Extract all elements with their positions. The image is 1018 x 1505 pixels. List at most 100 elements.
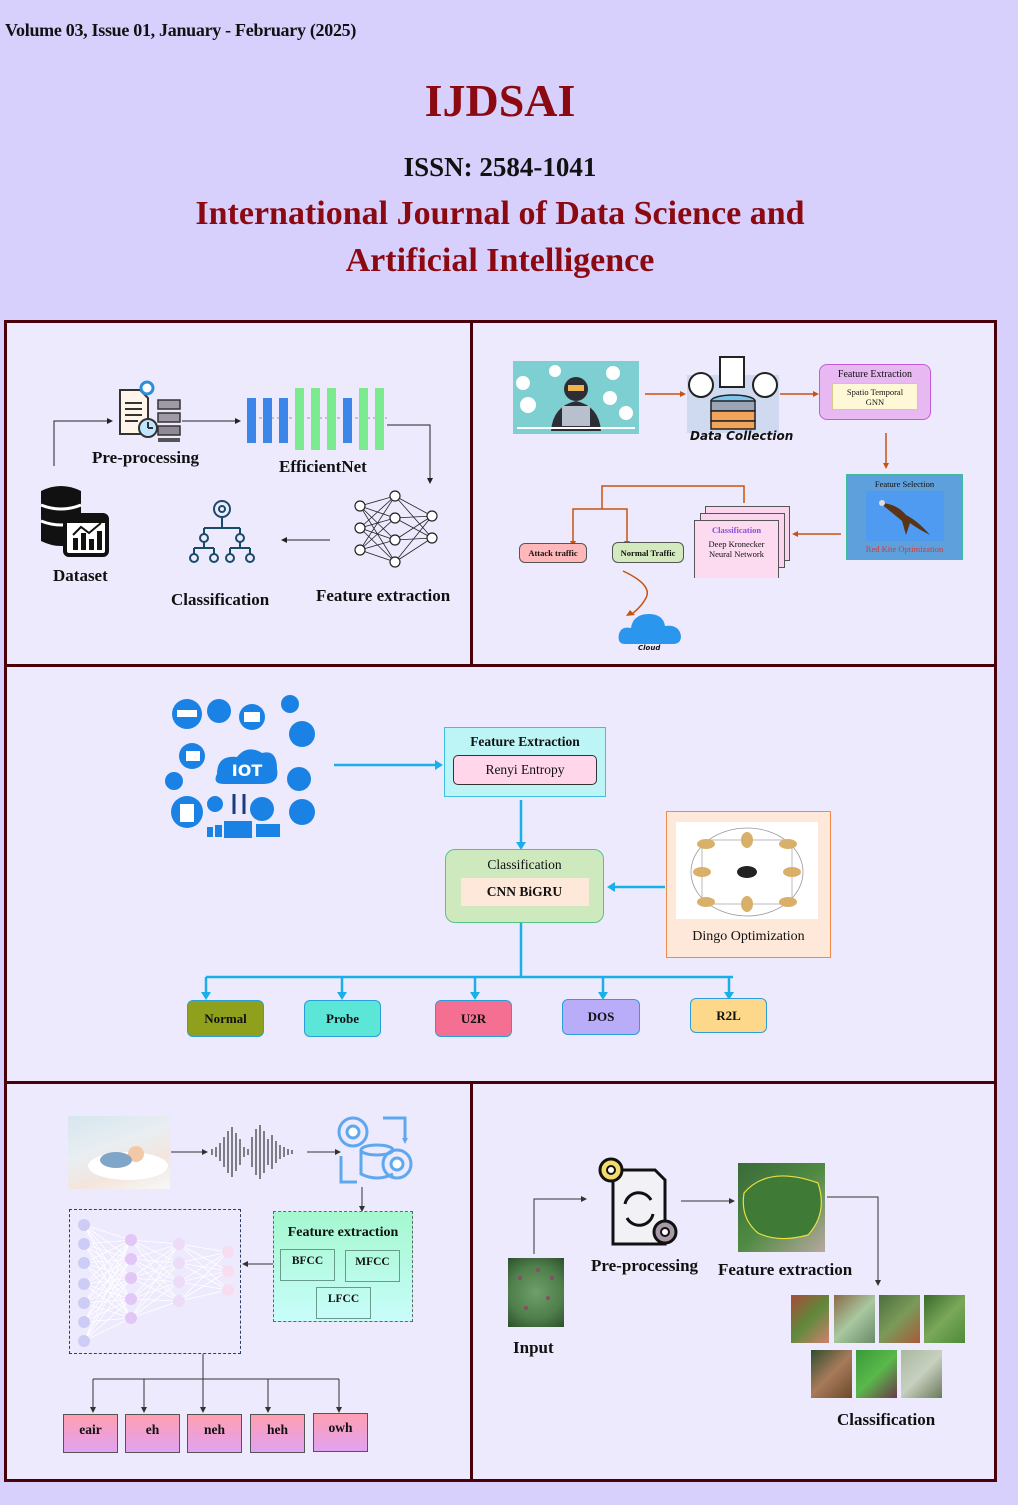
feature-selection-title: Feature Selection: [874, 479, 935, 489]
output-normal: Normal: [187, 1000, 264, 1037]
nn-edge: [83, 1298, 132, 1323]
data-collection-icon: [687, 356, 779, 433]
classification-label: Classification: [837, 1410, 936, 1429]
data-collection-label: Data Collection: [690, 429, 794, 443]
method-line-1: Deep Kronecker: [708, 539, 765, 549]
classification-title: Classification: [711, 525, 762, 535]
method-line-2: GNN: [865, 397, 885, 407]
journal-abbreviation: IJDSAI: [424, 75, 576, 126]
panel4-connectors: [90, 1149, 365, 1413]
nn-edge: [178, 1270, 229, 1302]
classification-box: Classification CNN BiGRU: [445, 849, 604, 923]
nn-edge: [83, 1262, 132, 1279]
classification-method: CNN BiGRU: [460, 878, 589, 906]
feature-selection-method: Red Kite Optimization: [865, 544, 944, 554]
hacker-laptop-icon: [513, 361, 639, 434]
feature-selection-box: Feature Selection Red Kite Optimization: [846, 474, 963, 560]
output-neh: neh: [187, 1414, 242, 1453]
nn-edge: [130, 1243, 180, 1319]
nn-edge: [83, 1239, 132, 1304]
nn-edge: [83, 1258, 132, 1342]
panel3-connectors: [201, 760, 734, 1000]
red-kite-bird-icon: [865, 491, 944, 541]
nn-edge: [130, 1277, 180, 1302]
infant-photo-icon: [68, 1116, 170, 1189]
journal-title: International Journal of Data Science an…: [0, 190, 1000, 284]
audio-waveform-icon: [211, 1125, 293, 1179]
grid-divider-row-2: [4, 1081, 997, 1084]
svg-text:IOT: IOT: [232, 761, 263, 780]
panel-efficientnet-pipeline: Pre-processing EfficientNet Dataset: [7, 323, 470, 664]
nn-edge: [83, 1258, 132, 1264]
nn-edge: [83, 1277, 132, 1342]
output-r2l: R2L: [690, 998, 767, 1033]
nn-edge: [83, 1317, 132, 1342]
leaf-input-icon: [508, 1258, 564, 1327]
output-owh: owh: [313, 1413, 368, 1452]
nn-edge: [83, 1298, 132, 1342]
feature-extraction-box: Feature Extraction Renyi Entropy: [444, 727, 606, 797]
output-attack-traffic: Attack traffic: [519, 543, 587, 563]
dataset-label: Dataset: [53, 566, 108, 585]
neural-network-icon: [354, 490, 438, 568]
grid-divider-top: [470, 320, 473, 667]
method-line-2: Neural Network: [709, 549, 764, 559]
journal-title-line-1: International Journal of Data Science an…: [195, 195, 805, 232]
panel-iot-intrusion-pipeline: IOT Feature Extraction Renyi Entropy Cla…: [7, 667, 994, 1081]
optimizer-label: Dingo Optimization: [692, 929, 805, 944]
nn-edge: [83, 1239, 132, 1342]
feature-extraction-label: Feature extraction: [316, 586, 451, 605]
journal-title-line-2: Artificial Intelligence: [345, 242, 655, 279]
cnn-layers-icon: [247, 388, 387, 450]
dingo-hunting-diagram-icon: [676, 822, 818, 919]
panel-leaf-disease-pipeline: Input Pre-processing Feature extraction …: [473, 1084, 994, 1482]
optimizer-box: Dingo Optimization: [666, 811, 831, 958]
classification-label: Classification: [171, 590, 270, 609]
nn-edge: [130, 1262, 180, 1319]
feature-extraction-method: Renyi Entropy: [453, 755, 597, 785]
leaf-feature-icon: [738, 1163, 825, 1252]
cloud-icon: [618, 614, 681, 644]
output-heh: heh: [250, 1414, 305, 1453]
nn-edge: [130, 1300, 180, 1319]
nn-edge: [178, 1251, 229, 1302]
classification-method: Deep Kronecker Neural Network: [695, 539, 778, 559]
issue-line: Volume 03, Issue 01, January - February …: [5, 20, 357, 40]
nn-edge: [83, 1239, 132, 1323]
efficientnet-label: EfficientNet: [279, 457, 367, 476]
output-eair: eair: [63, 1414, 118, 1453]
iot-devices-icon: IOT: [165, 695, 315, 838]
neural-network-box: [69, 1209, 241, 1354]
panel-network-intrusion-pipeline: Data Collection Feature Extraction Spati…: [473, 323, 994, 664]
database-gears-icon: [337, 1116, 413, 1184]
feature-extraction-title: Feature Extraction: [470, 734, 580, 749]
nn-edge: [130, 1262, 180, 1279]
feature-extraction-box: Feature Extraction Spatio Temporal GNN: [819, 364, 931, 420]
classification-title: Classification: [487, 857, 562, 872]
neural-network-icon: [78, 1219, 234, 1347]
nn-edge: [130, 1239, 180, 1245]
nn-edge: [130, 1243, 180, 1260]
cloud-label: Cloud: [638, 644, 661, 652]
feature-extraction-method: Spatio Temporal GNN: [832, 383, 918, 410]
feature-extraction-title: Feature Extraction: [837, 369, 913, 380]
nn-edge: [130, 1243, 180, 1300]
panel1-connectors: [53, 418, 433, 543]
nn-edge: [178, 1251, 229, 1264]
nn-edge: [83, 1283, 132, 1300]
document-refresh-gears-icon: [598, 1157, 678, 1246]
panel5-connectors: [533, 1196, 881, 1286]
input-label: Input: [513, 1338, 554, 1357]
output-eh: eh: [125, 1414, 180, 1453]
nn-edge: [83, 1298, 132, 1304]
issn: ISSN: 2584-1041: [403, 152, 597, 182]
nn-edge: [83, 1224, 132, 1241]
panel-infant-cry-pipeline: Feature extraction BFCC MFCC LFCC eair e…: [7, 1084, 470, 1482]
feature-lfcc: LFCC: [316, 1287, 371, 1319]
nn-edge: [178, 1243, 229, 1253]
nn-edge: [178, 1289, 229, 1302]
panel2-connectors: [570, 391, 889, 616]
feature-extraction-label: Feature extraction: [718, 1260, 853, 1279]
nn-edge: [178, 1251, 229, 1283]
nn-edge: [83, 1239, 132, 1245]
